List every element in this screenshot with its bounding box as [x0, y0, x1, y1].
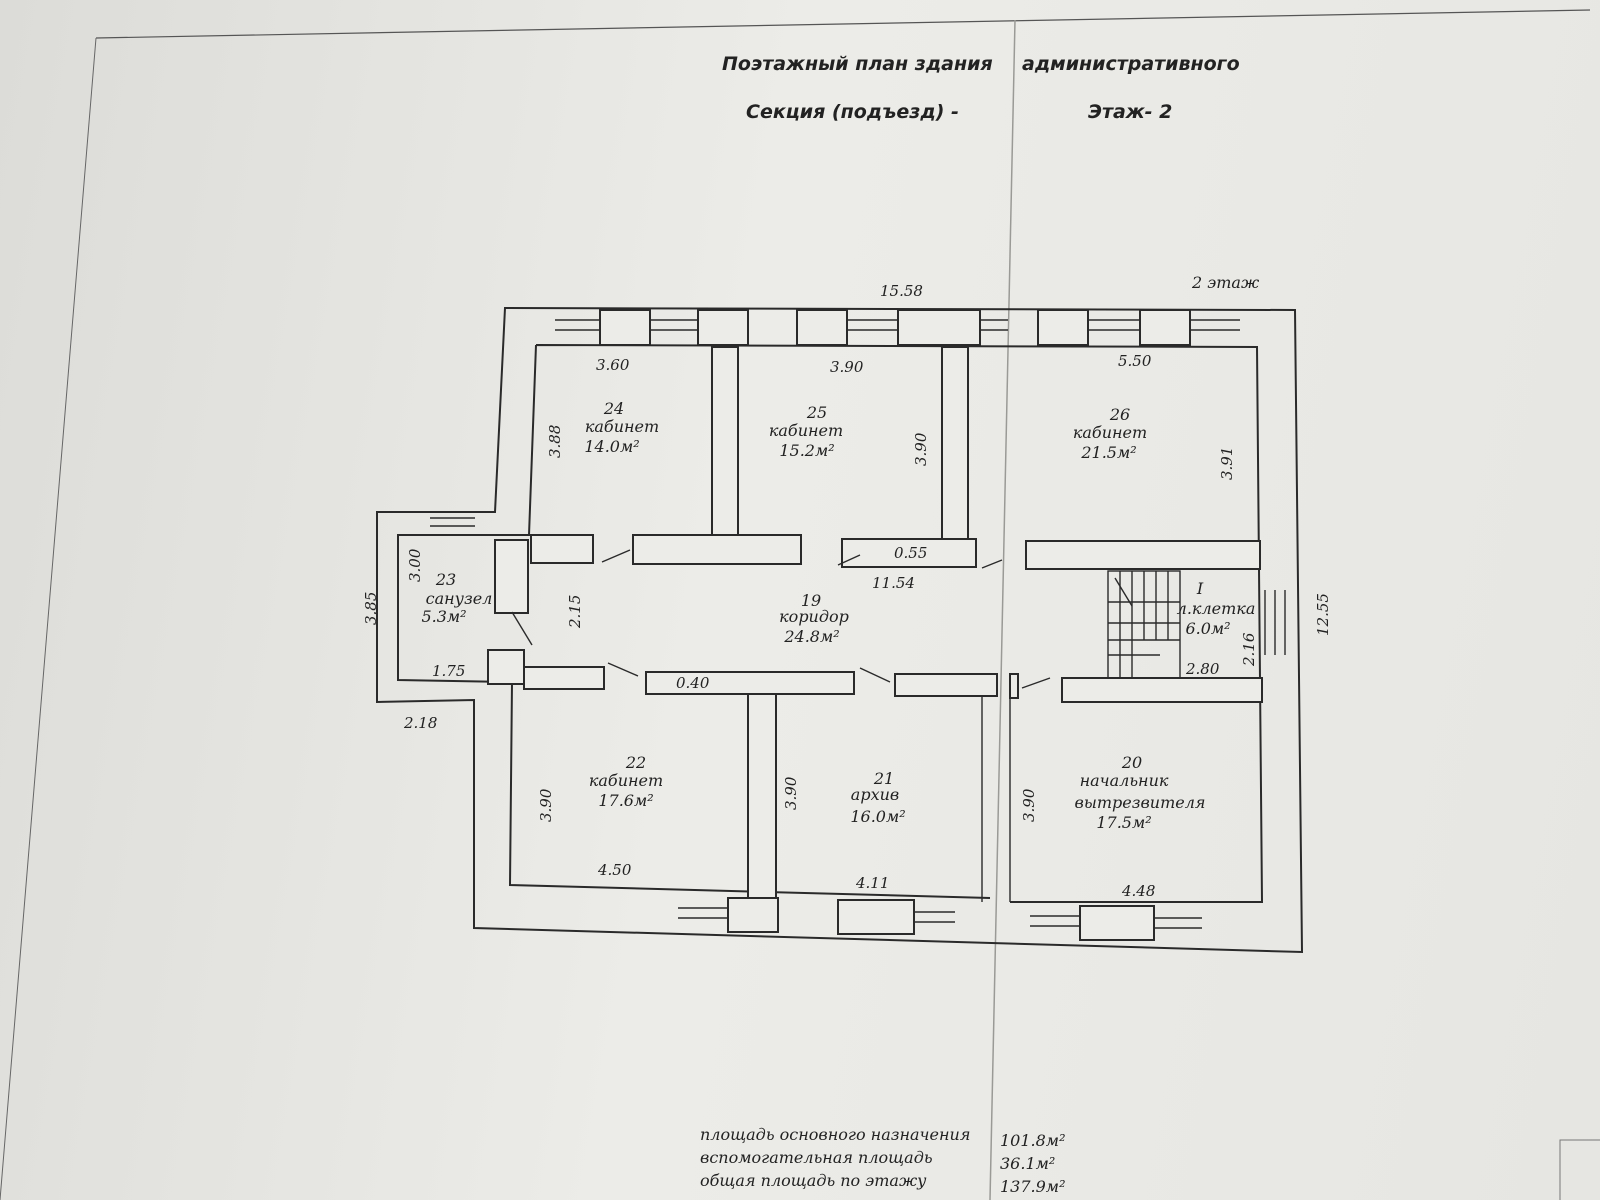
svg-text:22: 22 [625, 753, 646, 772]
floor-tag: 2 этаж [1191, 273, 1260, 292]
svg-text:кабинет: кабинет [585, 417, 659, 436]
summary-value-main: 101.8м² [1000, 1131, 1065, 1150]
svg-text:3.00: 3.00 [406, 548, 424, 582]
svg-text:3.90: 3.90 [537, 788, 555, 822]
svg-text:19: 19 [801, 591, 821, 610]
svg-text:4.50: 4.50 [597, 861, 632, 879]
summary-label-total: общая площадь по этажу [700, 1171, 927, 1190]
svg-text:3.85: 3.85 [362, 592, 380, 625]
svg-text:17.5м²: 17.5м² [1096, 813, 1151, 832]
sheet-fold-line [989, 19, 1016, 1200]
sheet-left-edge [0, 37, 97, 1200]
svg-text:3.88: 3.88 [546, 425, 564, 458]
svg-text:вытрезвителя: вытрезвителя [1075, 793, 1206, 812]
svg-text:5.3м²: 5.3м² [421, 607, 466, 626]
svg-text:0.55: 0.55 [894, 544, 927, 562]
svg-text:15.2м²: 15.2м² [779, 441, 834, 460]
svg-text:0.40: 0.40 [676, 674, 710, 692]
svg-text:14.0м²: 14.0м² [584, 437, 639, 456]
svg-text:3.90: 3.90 [782, 776, 800, 810]
summary-label-main: площадь основного назначения [700, 1125, 970, 1144]
svg-text:3.90: 3.90 [912, 432, 930, 466]
svg-text:26: 26 [1109, 405, 1130, 424]
svg-text:2.18: 2.18 [403, 714, 437, 732]
svg-text:4.11: 4.11 [855, 874, 889, 892]
top-partitions [494, 346, 1261, 614]
room-20-label: 20 начальник вытрезвителя 17.5м² [1075, 753, 1206, 832]
svg-text:5.50: 5.50 [1118, 352, 1152, 370]
svg-text:4.48: 4.48 [1121, 882, 1155, 900]
svg-text:25: 25 [806, 403, 827, 422]
outer-wall-inner [397, 344, 1264, 903]
svg-text:11.54: 11.54 [872, 574, 915, 592]
svg-text:21.5м²: 21.5м² [1080, 443, 1136, 462]
title-left: Поэтажный план здания [722, 53, 993, 75]
bottom-windows [678, 897, 1202, 941]
room-23-label: 23 санузел 5.3м² [421, 570, 492, 626]
svg-text:архив: архив [851, 785, 899, 804]
bottom-partitions [487, 611, 1263, 902]
svg-text:16.0м²: 16.0м² [850, 807, 905, 826]
svg-text:2.80: 2.80 [1185, 660, 1220, 678]
corner-stamp-box [1559, 1139, 1600, 1200]
outer-wall-outer [376, 306, 1304, 954]
svg-text:15.58: 15.58 [880, 282, 923, 300]
svg-text:20: 20 [1121, 753, 1142, 772]
svg-text:2.16: 2.16 [1240, 632, 1258, 667]
svg-text:21: 21 [873, 769, 894, 788]
room-21-label: 21 архив 16.0м² [850, 769, 905, 826]
svg-text:коридор: коридор [779, 607, 849, 626]
room-19-label: 19 коридор 24.8м² [779, 591, 849, 646]
sheet-top-edge [95, 9, 1591, 39]
side-windows [430, 517, 1286, 655]
svg-text:6.0м²: 6.0м² [1185, 619, 1230, 638]
svg-text:I: I [1196, 579, 1204, 598]
room-22-label: 22 кабинет 17.6м² [589, 753, 663, 810]
floor-label: Этаж- 2 [1088, 101, 1172, 123]
svg-text:24: 24 [603, 399, 624, 418]
svg-text:кабинет: кабинет [769, 421, 843, 440]
svg-text:3.90: 3.90 [1020, 788, 1038, 822]
svg-text:1.75: 1.75 [432, 662, 465, 680]
dimension-labels: 15.58 12.55 3.60 3.88 3.90 3.90 5.50 3.9… [362, 282, 1332, 900]
svg-text:23: 23 [435, 570, 456, 589]
room-24-label: 24 кабинет 14.0м² [584, 399, 659, 456]
svg-text:начальник: начальник [1080, 771, 1169, 790]
room-26-label: 26 кабинет 21.5м² [1073, 405, 1147, 462]
room-25-label: 25 кабинет 15.2м² [769, 403, 843, 460]
svg-text:24.8м²: 24.8м² [783, 627, 839, 646]
area-summary: площадь основного назначения 101.8м² всп… [700, 1125, 1065, 1196]
svg-text:санузел: санузел [426, 589, 493, 608]
summary-label-aux: вспомогательная площадь [700, 1148, 933, 1167]
svg-text:2.15: 2.15 [566, 595, 584, 629]
svg-text:12.55: 12.55 [1314, 593, 1332, 636]
svg-text:л.клетка: л.клетка [1177, 599, 1256, 618]
staircase [1107, 570, 1181, 679]
staircase-label: I л.клетка 6.0м² [1177, 579, 1256, 638]
svg-text:3.90: 3.90 [830, 358, 864, 376]
title-right: административного [1022, 53, 1240, 75]
svg-text:кабинет: кабинет [589, 771, 663, 790]
svg-text:3.60: 3.60 [596, 356, 630, 374]
summary-value-aux: 36.1м² [1000, 1154, 1055, 1173]
svg-text:кабинет: кабинет [1073, 423, 1147, 442]
top-windows [555, 309, 1240, 346]
section-label: Секция (подъезд) - [746, 101, 959, 123]
svg-text:17.6м²: 17.6м² [598, 791, 653, 810]
svg-text:3.91: 3.91 [1218, 447, 1236, 480]
summary-value-total: 137.9м² [1000, 1177, 1065, 1196]
